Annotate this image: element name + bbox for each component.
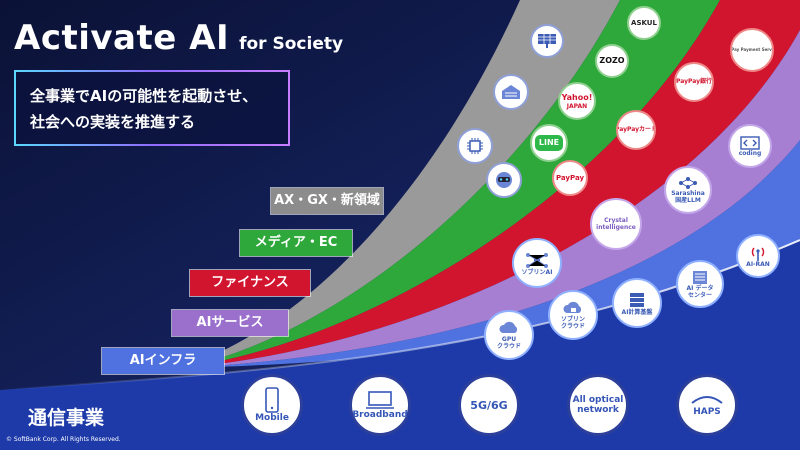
- sarashina-llm-icon: Sarashina 国産LLM: [664, 166, 712, 214]
- paypay-logo-icon: PayPay: [552, 160, 588, 196]
- all-optical-network-icon: All optical network: [567, 374, 629, 436]
- broadband-icon: Broadband: [349, 374, 411, 436]
- message-line-2: 社会への実装を推進する: [30, 113, 196, 131]
- category-media: メディア・EC: [240, 230, 352, 256]
- paypay-merchant-logo-icon: PayPay Payment Services: [730, 28, 774, 72]
- message-line-1: 全事業でAIの可能性を起動させ、: [30, 87, 258, 105]
- title-sub: for Society: [239, 34, 344, 54]
- ai-compute-server-icon: AI計算基盤: [612, 278, 662, 328]
- paypay-bank-logo-icon: PayPay銀行: [674, 62, 714, 102]
- paypay-card-logo-icon: PayPayカード: [616, 110, 656, 150]
- 5g-6g-icon: 5G/6G: [458, 374, 520, 436]
- mobile-icon: Mobile: [241, 374, 303, 436]
- haps-aircraft-icon: HAPS: [676, 374, 738, 436]
- coding-icon: coding: [728, 124, 772, 168]
- category-telecom: 通信事業: [28, 407, 105, 429]
- robot-icon: [486, 162, 522, 198]
- category-aiinfra: AIインフラ: [102, 348, 224, 374]
- ai-ran-antenna-icon: AI-RAN: [736, 234, 780, 278]
- gpu-cloud-icon: GPU クラウド: [484, 310, 534, 360]
- chip-icon: [457, 128, 493, 164]
- crystal-intelligence-icon: Crystal intelligence: [590, 198, 642, 250]
- title-main: Activate AI: [14, 18, 230, 58]
- category-finance: ファイナンス: [190, 270, 310, 296]
- datacenter-building-icon: [493, 74, 529, 110]
- page-title: Activate AI for Society: [14, 18, 343, 58]
- message-box: 全事業でAIの可能性を起動させ、 社会への実装を推進する: [14, 70, 290, 146]
- askul-logo-icon: ASKUL: [627, 6, 661, 40]
- line-logo-icon: LINE: [530, 124, 568, 162]
- category-aiservice: AIサービス: [172, 310, 288, 336]
- sovereign-cloud-lock-icon: ソブリン クラウド: [548, 290, 598, 340]
- ai-datacenter-icon: AI データ センター: [676, 260, 724, 308]
- sovereign-ai-network-icon: ソブリンAI: [512, 238, 562, 288]
- solar-panel-icon: [530, 24, 564, 58]
- zozo-logo-icon: ZOZO: [595, 44, 629, 78]
- category-ax: AX・GX・新領域: [271, 188, 383, 214]
- copyright: © SoftBank Corp. All Rights Reserved.: [6, 436, 121, 443]
- yahoo-japan-logo-icon: Yahoo! JAPAN: [558, 82, 596, 120]
